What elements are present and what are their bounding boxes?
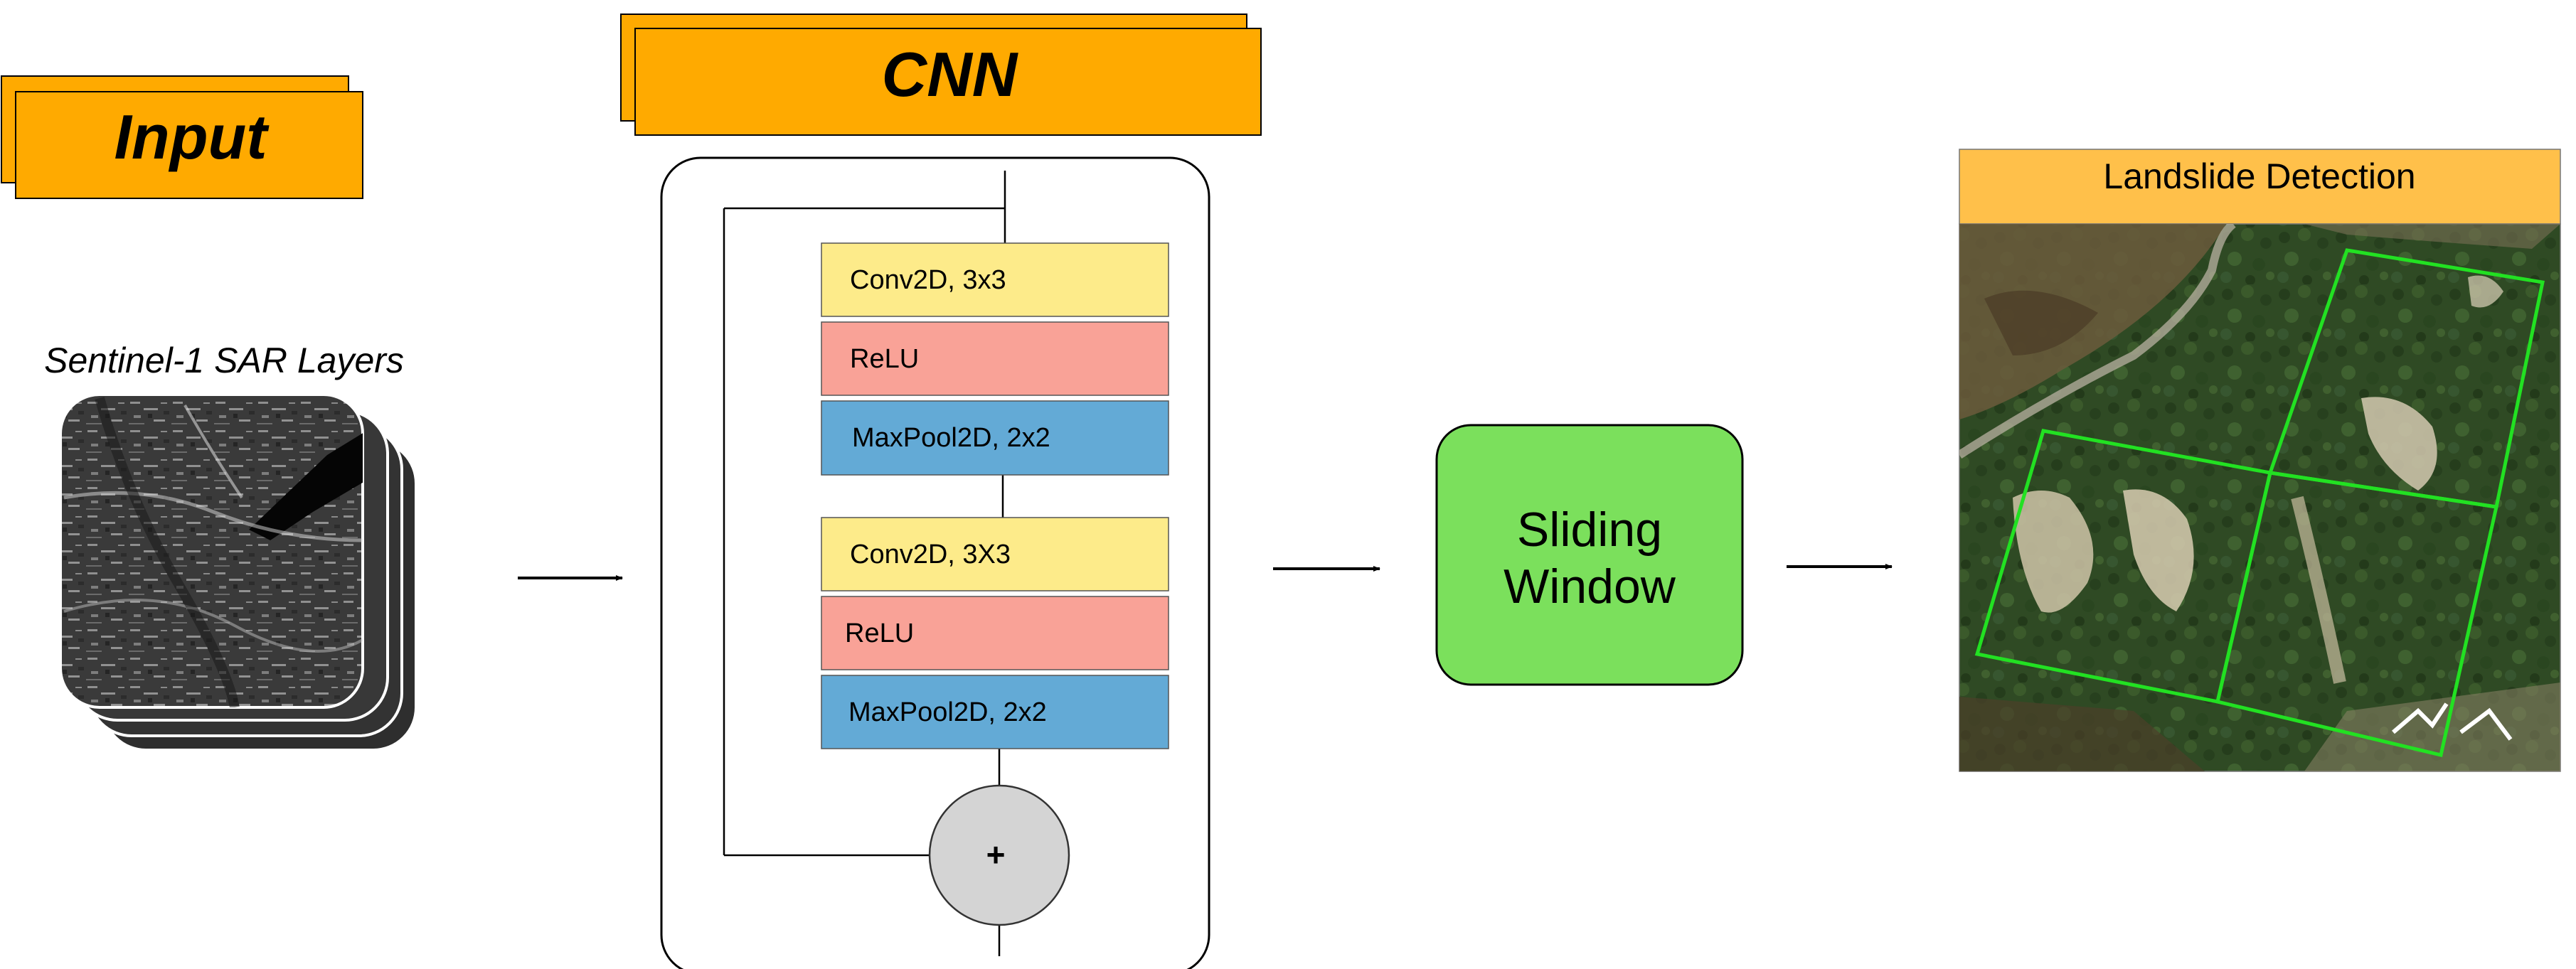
input-title: Input (114, 102, 270, 172)
satellite-features (1959, 224, 2560, 771)
maxpool-layer-1-label: MaxPool2D, 2x2 (852, 423, 1050, 453)
sar-layer-1 (59, 393, 364, 709)
residual-add-node: + (928, 784, 1070, 926)
cnn-header-front-tab (634, 28, 1262, 136)
detection-header (1959, 149, 2561, 225)
sar-caption: Sentinel-1 SAR Layers (44, 341, 404, 380)
maxpool-layer-2-label: MaxPool2D, 2x2 (848, 697, 1047, 727)
conv-layer-1 (821, 242, 1169, 317)
cnn-block-1: Conv2D, 3x3 ReLU MaxPool2D, 2x2 (821, 242, 1169, 476)
cnn-title: CNN (882, 39, 1019, 109)
conv-layer-2-label: Conv2D, 3X3 (850, 540, 1011, 569)
sliding-window-line-2: Window (1503, 560, 1676, 614)
relu-layer-1 (821, 321, 1169, 396)
maxpool-layer-1 (821, 400, 1169, 476)
relu-layer-1-label: ReLU (850, 344, 919, 374)
detection-grid (1974, 248, 2545, 758)
sliding-window-box (1435, 424, 1744, 686)
input-header-front-tab (15, 91, 363, 199)
add-symbol: + (986, 836, 1006, 873)
input-header: Input (1, 75, 363, 199)
relu-layer-2 (821, 596, 1169, 670)
sliding-window-node: Sliding Window (1435, 424, 1744, 686)
sliding-window-line-1: Sliding (1517, 503, 1662, 557)
relu-layer-2-label: ReLU (845, 619, 914, 648)
landslide-detection-panel: Landslide Detection (1959, 149, 2561, 772)
cnn-block-2: Conv2D, 3X3 ReLU MaxPool2D, 2x2 (821, 517, 1169, 749)
cnn-header: CNN (620, 14, 1262, 136)
conv-layer-2 (821, 517, 1169, 591)
detection-box-bottom-right (2215, 471, 2499, 758)
sar-layer-stack (59, 393, 417, 751)
add-circle (928, 784, 1070, 926)
residual-connections (723, 171, 1006, 956)
sar-layer-1-features (63, 397, 363, 707)
maxpool-layer-2 (821, 675, 1169, 749)
detection-title: Landslide Detection (2103, 156, 2415, 196)
conv-layer-1-label: Conv2D, 3x3 (850, 265, 1006, 295)
